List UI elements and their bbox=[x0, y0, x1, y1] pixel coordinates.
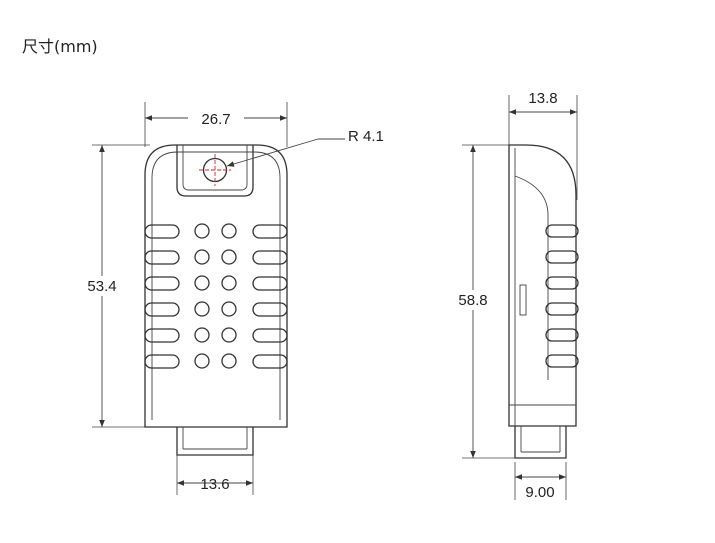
left-vent-slots bbox=[144, 224, 180, 369]
front-view: 26.7 53.4 13.6 R 4.1 bbox=[80, 102, 384, 495]
vent-holes bbox=[194, 223, 237, 369]
side-body-outline bbox=[508, 144, 577, 427]
front-width-label: 26.7 bbox=[201, 111, 230, 128]
side-ribs bbox=[545, 224, 579, 368]
front-height-label: 53.4 bbox=[87, 278, 116, 295]
units-title: 尺寸(mm) bbox=[22, 37, 98, 56]
front-connector bbox=[176, 427, 254, 456]
side-connector bbox=[514, 426, 567, 459]
side-height-label: 58.8 bbox=[458, 292, 487, 309]
right-vent-slots bbox=[252, 224, 288, 369]
side-view: 13.8 58.8 9.00 bbox=[451, 90, 579, 501]
side-connector-label: 9.00 bbox=[525, 484, 554, 501]
hole-radius-label: R 4.1 bbox=[348, 128, 384, 145]
side-depth-label: 13.8 bbox=[528, 90, 557, 107]
top-tab bbox=[176, 145, 254, 197]
front-body-outline bbox=[144, 144, 288, 428]
connector-width-label: 13.6 bbox=[200, 476, 229, 493]
